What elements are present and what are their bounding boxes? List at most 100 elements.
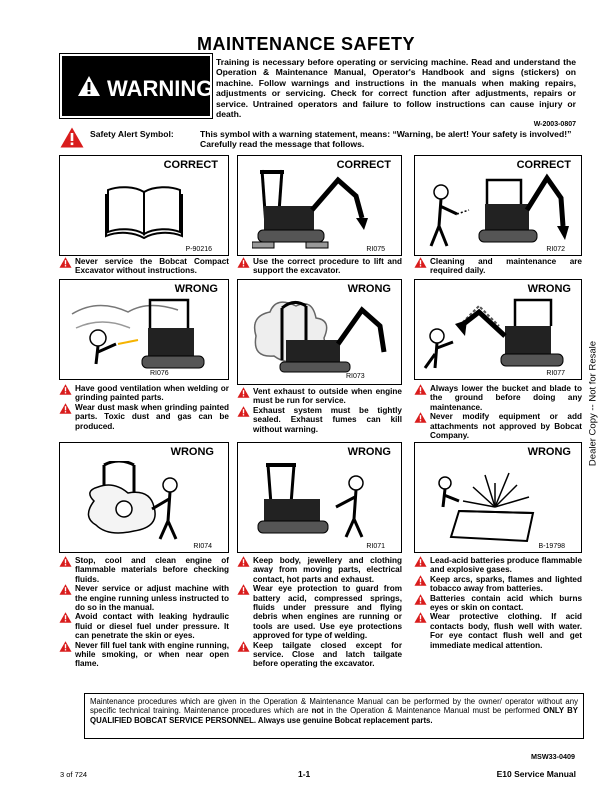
caption-item: Wear protective clothing. If acid contac… (414, 612, 582, 650)
safety-alert-icon (414, 257, 427, 268)
panel-status: CORRECT (516, 159, 571, 171)
caption-item: Never modify equipment or add attachment… (414, 412, 582, 440)
safety-alert-icon (59, 403, 72, 414)
panel-code: RI075 (366, 246, 385, 253)
safety-alert-icon (59, 584, 72, 595)
cleaning-excavator-illustration (429, 173, 569, 247)
welding-illustration (71, 298, 205, 369)
caption-text: Stop, cool and clean engine of flammable… (75, 556, 229, 584)
panel-1: CORRECT P-90216 (59, 155, 229, 256)
lifted-excavator-illustration (252, 169, 368, 249)
moving-parts-illustration (257, 463, 364, 538)
panel-code: RI076 (150, 370, 169, 377)
caption-text: Never service or adjust machine with the… (75, 584, 229, 613)
warning-text: Training is necessary before operating o… (216, 57, 576, 128)
panel-4-captions: Have good ventilation when welding or gr… (59, 384, 229, 431)
safety-alert-icon (414, 384, 427, 395)
safety-alert-icon (59, 640, 72, 652)
panel-6-captions: Always lower the bucket and blade to the… (414, 384, 582, 440)
note-text-2: in the Operation & Maintenance Manual mu… (323, 706, 544, 716)
caption-item: Cleaning and maintenance are required da… (414, 257, 582, 276)
panel-status: WRONG (347, 446, 391, 458)
document-code: MSW33-0409 (531, 752, 575, 761)
warning-code: W-2003-0807 (533, 121, 576, 129)
caption-text: Keep body, jewellery and clothing away f… (253, 556, 402, 584)
caption-item: Wear eye protection to guard from batter… (237, 584, 402, 640)
caption-item: Exhaust system must be tightly sealed. E… (237, 406, 402, 434)
safety-alert-icon (414, 612, 427, 624)
caption-item: Never service or adjust machine with the… (59, 584, 229, 612)
panel-5-captions: Vent exhaust to outside when engine must… (237, 387, 402, 434)
panel-code: RI074 (193, 543, 212, 550)
caption-item: Avoid contact with leaking hydraulic flu… (59, 612, 229, 640)
caption-text: Never service the Bobcat Compact Excavat… (75, 257, 229, 276)
panel-7: WRONG RI074 (59, 442, 229, 553)
panel-1-captions: Never service the Bobcat Compact Excavat… (59, 257, 229, 276)
safety-alert-label: Safety Alert Symbol: (90, 129, 174, 139)
caption-item: Lead-acid batteries produce flammable an… (414, 556, 582, 575)
caption-text: Cleaning and maintenance are required da… (430, 257, 582, 276)
safety-alert-icon (237, 584, 250, 595)
caption-text: Exhaust system must be tightly sealed. E… (253, 405, 402, 434)
safety-alert-icon (414, 593, 427, 605)
note-text-1: Maintenance procedures which are given i… (90, 697, 578, 716)
panel-6: WRONG RI077 (414, 279, 582, 380)
panel-8-captions: Keep body, jewellery and clothing away f… (237, 556, 402, 669)
warning-badge: WARNING (59, 53, 214, 119)
safety-alert-text: This symbol with a warning statement, me… (200, 129, 572, 150)
page-count: 3 of 724 (60, 770, 88, 779)
panel-code: RI071 (366, 543, 385, 550)
panel-code: P-90216 (185, 246, 212, 253)
caption-text: Never fill fuel tank with engine running… (75, 640, 229, 669)
panel-4: WRONG RI076 (59, 279, 229, 380)
raised-bucket-illustration (423, 298, 564, 369)
safety-alert-icon (237, 257, 250, 268)
page-title: MAINTENANCE SAFETY (196, 34, 415, 54)
caption-item: Have good ventilation when welding or gr… (59, 384, 229, 403)
safety-alert-icon (237, 406, 250, 417)
caption-text: Always lower the bucket and blade to the… (430, 384, 582, 412)
caption-item: Batteries contain acid which burns eyes … (414, 594, 582, 613)
side-watermark-text: Dealer Copy -- Not for Resale (587, 340, 599, 467)
panel-5: WRONG RI073 (237, 279, 402, 385)
caption-item: Stop, cool and clean engine of flammable… (59, 556, 229, 584)
caption-item: Use the correct procedure to lift and su… (237, 257, 402, 276)
caption-text: Avoid contact with leaking hydraulic flu… (75, 612, 229, 641)
caption-item: Always lower the bucket and blade to the… (414, 384, 582, 412)
caption-text: Wear eye protection to guard from batter… (253, 584, 402, 641)
caption-text: Wear dust mask when grinding painted par… (75, 402, 229, 431)
manual-title: E10 Service Manual (496, 769, 576, 779)
caption-text: Keep tailgate closed except for service.… (253, 640, 402, 669)
caption-text: Use the correct procedure to lift and su… (253, 257, 402, 276)
panel-status: WRONG (174, 283, 218, 295)
battery-explosion-illustration (438, 472, 535, 543)
caption-item: Never fill fuel tank with engine running… (59, 641, 229, 669)
engine-fluids-illustration (87, 461, 178, 540)
panel-status: WRONG (527, 283, 571, 295)
caption-item: Keep arcs, sparks, flames and lighted to… (414, 575, 582, 594)
panel-status: CORRECT (163, 159, 218, 171)
panel-7-captions: Stop, cool and clean engine of flammable… (59, 556, 229, 669)
safety-alert-icon (237, 387, 250, 398)
maintenance-note: Maintenance procedures which are given i… (84, 693, 584, 739)
panel-code: RI073 (346, 373, 365, 380)
panel-9-captions: Lead-acid batteries produce flammable an… (414, 556, 582, 650)
safety-alert-icon (59, 384, 72, 395)
caption-text: Never modify equipment or add attachment… (430, 412, 582, 441)
warning-text-body: Training is necessary before operating o… (216, 57, 576, 120)
panel-3-captions: Cleaning and maintenance are required da… (414, 257, 582, 276)
caption-item: Keep body, jewellery and clothing away f… (237, 556, 402, 584)
safety-alert-icon (59, 556, 72, 567)
caption-text: Keep arcs, sparks, flames and lighted to… (430, 574, 582, 594)
safety-alert-icon (414, 575, 427, 586)
caption-item: Wear dust mask when grinding painted par… (59, 403, 229, 431)
warning-label: WARNING (107, 76, 214, 101)
panel-code: B-19798 (538, 543, 565, 550)
manual-book-icon (105, 186, 183, 240)
safety-alert-icon (237, 556, 250, 567)
exhaust-illustration (253, 301, 387, 373)
panel-8: WRONG RI071 (237, 442, 402, 553)
safety-alert-icon (414, 556, 427, 567)
panel-status: WRONG (347, 283, 391, 295)
panel-3: CORRECT RI072 (414, 155, 582, 256)
